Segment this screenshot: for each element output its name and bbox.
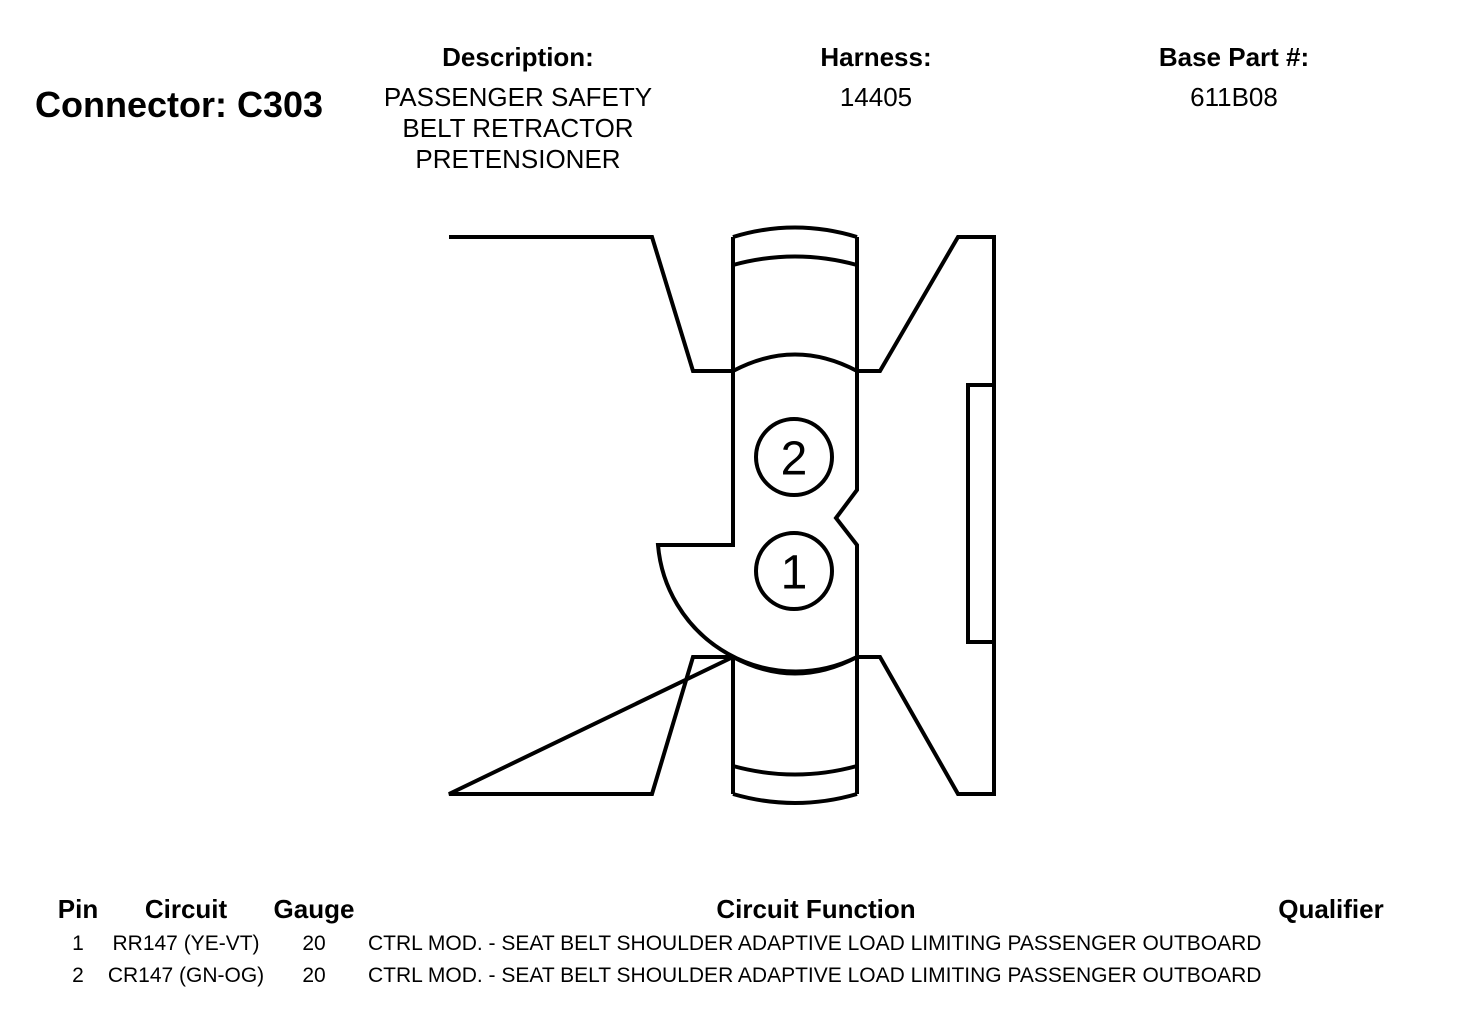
cell-pin: 1	[72, 932, 84, 955]
harness-value: 14405	[839, 82, 913, 112]
description-label: Description:	[442, 42, 594, 72]
column-upper-arc	[732, 352, 858, 373]
base-part-label: Base Part #:	[1158, 42, 1310, 72]
connector-title: Connector: C303	[35, 84, 324, 125]
pin-label-1: 1	[781, 547, 808, 600]
cell-gauge: 20	[302, 932, 326, 955]
base-part-value: 611B08	[1190, 82, 1278, 112]
cell-pin: 2	[72, 964, 84, 987]
pin-cavity-2: 2	[754, 417, 834, 497]
table-row: 2 CR147 (GN-OG) 20 CTRL MOD. - SEAT BELT…	[0, 964, 1472, 996]
column-top-band	[732, 254, 858, 267]
column-header-circuit-function: Circuit Function	[716, 894, 916, 924]
cell-gauge: 20	[302, 964, 326, 987]
column-bottom-cap	[732, 792, 858, 805]
cell-circuit: CR147 (GN-OG)	[107, 964, 265, 987]
column-top-cap	[732, 225, 858, 239]
cell-circuit-function: CTRL MOD. - SEAT BELT SHOULDER ADAPTIVE …	[368, 964, 1262, 987]
cell-circuit-function: CTRL MOD. - SEAT BELT SHOULDER ADAPTIVE …	[368, 932, 1262, 955]
connector-right-housing	[857, 235, 996, 796]
pin-cavity-1: 1	[754, 531, 834, 611]
column-lower-arc	[732, 655, 858, 676]
harness-label: Harness:	[820, 42, 932, 72]
cell-circuit: RR147 (YE-VT)	[112, 932, 260, 955]
column-header-pin: Pin	[57, 894, 99, 924]
column-bottom-band	[732, 764, 858, 777]
column-header-circuit: Circuit	[144, 894, 228, 924]
connector-center-column-bottom	[731, 657, 859, 794]
connector-side-slot	[966, 383, 996, 644]
table-row: 1 RR147 (YE-VT) 20 CTRL MOD. - SEAT BELT…	[0, 932, 1472, 964]
column-header-qualifier: Qualifier	[1278, 894, 1384, 924]
column-header-gauge: Gauge	[273, 894, 355, 924]
pin-label-2: 2	[781, 433, 808, 486]
connector-left-housing	[448, 235, 734, 796]
